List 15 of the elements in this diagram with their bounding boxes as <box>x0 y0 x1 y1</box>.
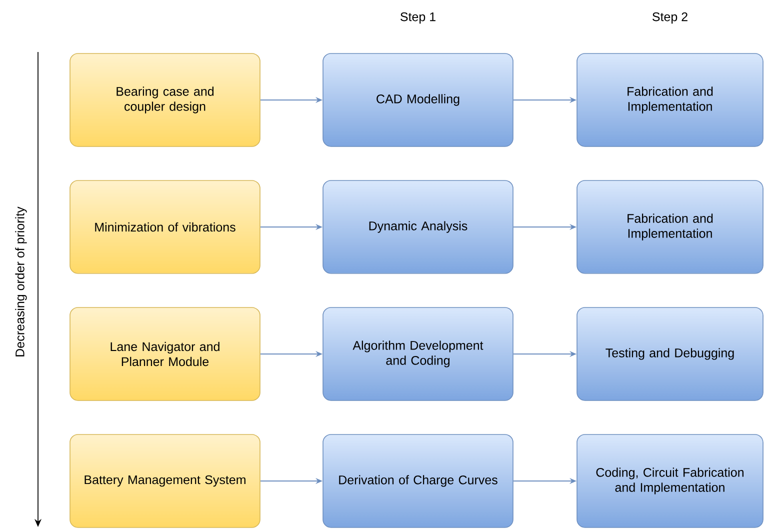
step-box: Derivation of Charge Curves <box>322 434 514 528</box>
task-box: Lane Navigator and Planner Module <box>70 307 260 401</box>
task-box: Bearing case and coupler design <box>70 53 260 147</box>
column-heading: Step 2 <box>652 12 688 24</box>
axis-label: Decreasing order of priority <box>15 206 27 356</box>
step-box: Fabrication and Implementation <box>576 180 764 274</box>
task-box: Battery Management System <box>70 434 260 528</box>
step-box: Testing and Debugging <box>576 307 764 401</box>
task-box: Minimization of vibrations <box>70 180 260 274</box>
step-box: CAD Modelling <box>322 53 514 147</box>
step-box: Coding, Circuit Fabrication and Implementation <box>576 434 764 528</box>
column-heading: Step 1 <box>400 12 436 24</box>
step-box: Algorithm Development and Coding <box>322 307 514 401</box>
step-box: Fabrication and Implementation <box>576 53 764 147</box>
step-box: Dynamic Analysis <box>322 180 514 274</box>
